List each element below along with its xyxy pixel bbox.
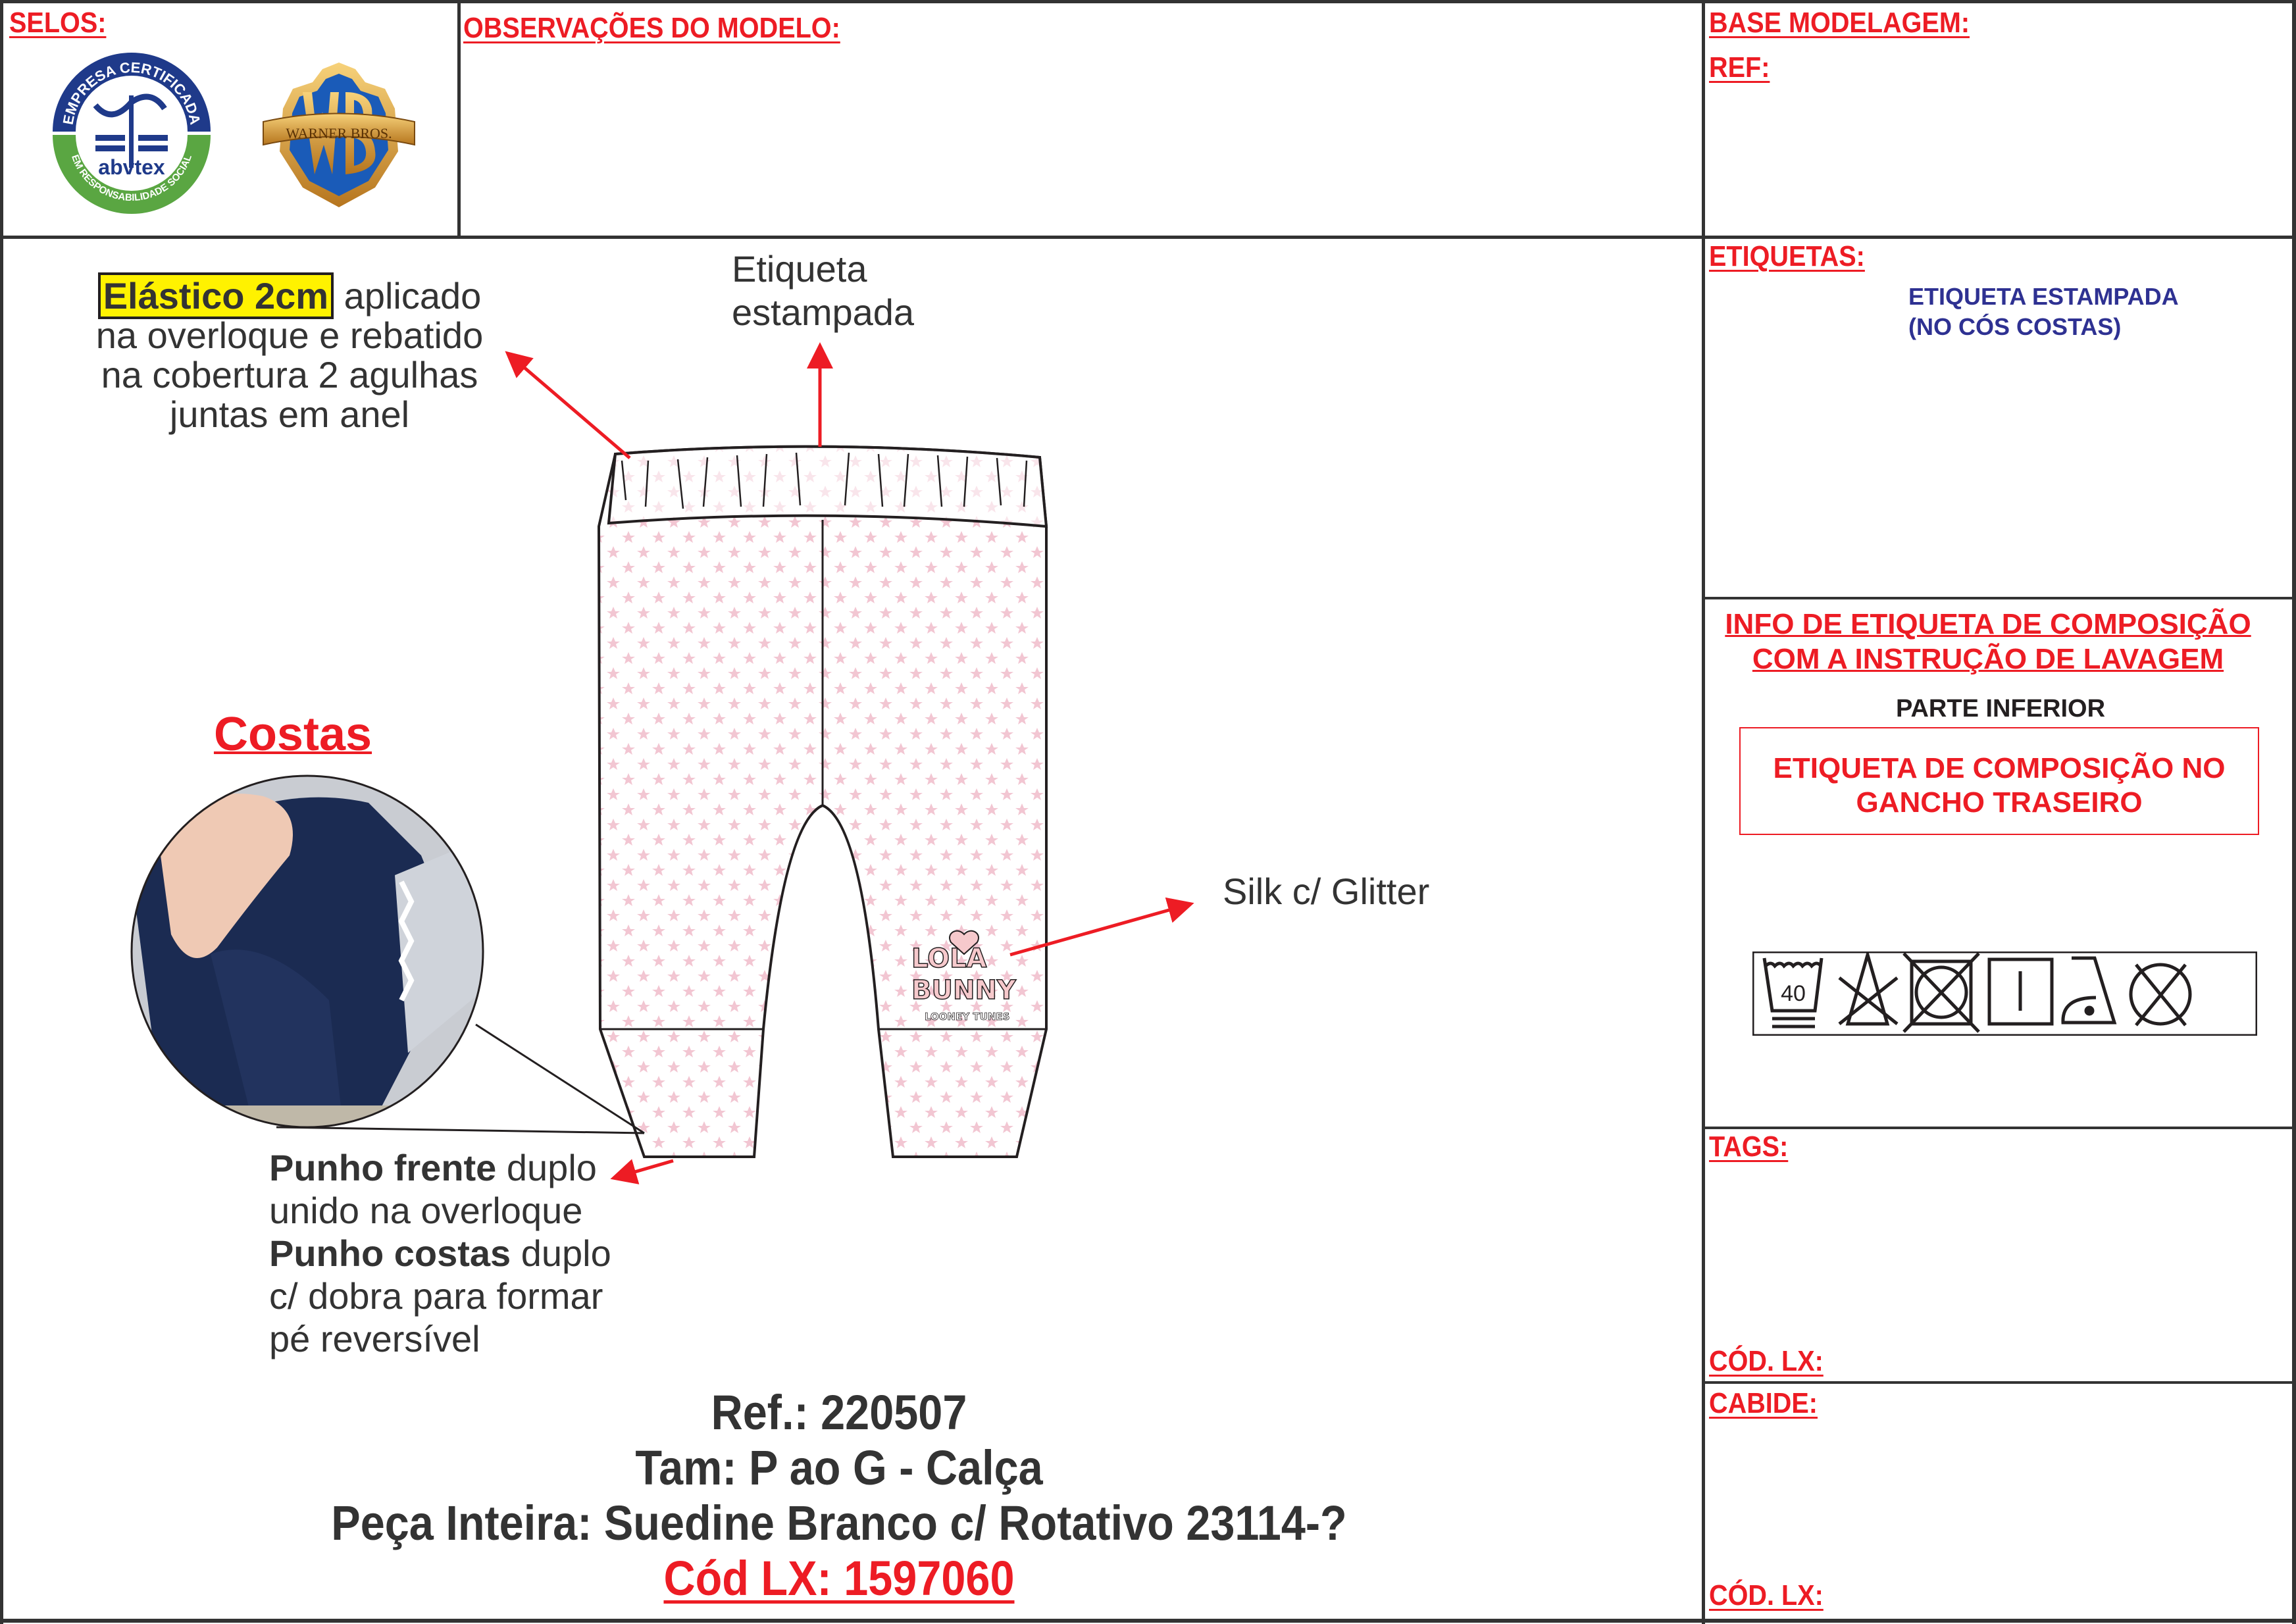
do-not-bleach-icon xyxy=(1838,952,1899,1026)
waistband-band xyxy=(607,445,1048,528)
line-dry-icon xyxy=(1987,957,2054,1026)
lola-bunny-print: LOLA BUNNY LOONEY TUNES xyxy=(911,930,1017,1023)
sidebar-rule-2 xyxy=(1702,1127,2296,1129)
elastico-arrow xyxy=(505,351,631,459)
tags-label: TAGS: xyxy=(1709,1130,1789,1163)
sidebar-rule-3 xyxy=(1702,1381,2296,1384)
elastico-line: na cobertura 2 agulhas xyxy=(101,354,478,395)
selos-label: SELOS: xyxy=(9,7,107,39)
frame-top xyxy=(0,0,2296,3)
elastico-text: aplicado xyxy=(334,275,482,317)
tam-value: Tam: P ao G - Calça xyxy=(635,1440,1043,1495)
abvtex-logo: EMPRESA CERTIFICADA EM RESPONSABILIDADE … xyxy=(53,53,211,214)
svg-text:LOONEY TUNES: LOONEY TUNES xyxy=(925,1011,1009,1023)
callout-line xyxy=(475,1023,645,1134)
cod-lx-label-cabide: CÓD. LX: xyxy=(1709,1579,1824,1611)
cod-lx-value: Cód LX: 1597060 xyxy=(663,1551,1015,1606)
info-heading-line: COM A INSTRUÇÃO DE LAVAGEM xyxy=(1752,643,2224,675)
svg-text:BUNNY: BUNNY xyxy=(911,975,1017,1005)
etiqueta-note: Etiqueta estampada xyxy=(732,247,914,334)
peca-value: Peça Inteira: Suedine Branco c/ Rotativo… xyxy=(331,1496,1347,1550)
selos-divider xyxy=(457,0,461,237)
svg-text:40: 40 xyxy=(1781,981,1806,1006)
elastico-note: Elástico 2cm aplicado na overloque e reb… xyxy=(79,272,500,435)
garment-drawing: LOLA BUNNY LOONEY TUNES xyxy=(130,342,1194,1184)
svg-text:WARNER BROS.: WARNER BROS. xyxy=(286,125,392,141)
etiquetas-info: ETIQUETA ESTAMPADA (NO CÓS COSTAS) xyxy=(1908,282,2179,342)
punho-line: Punho costas duplo xyxy=(269,1232,611,1274)
silk-note: Silk c/ Glitter xyxy=(1223,871,1430,912)
costas-detail-photo xyxy=(132,776,483,1127)
cabide-label: CABIDE: xyxy=(1709,1387,1818,1419)
cod-lx-label-tags: CÓD. LX: xyxy=(1709,1345,1824,1377)
sidebar-divider xyxy=(1702,0,1705,1624)
photo-frame xyxy=(130,774,484,1129)
costas-label: Costas xyxy=(213,708,372,761)
etiquetas-line: (NO CÓS COSTAS) xyxy=(1908,313,2122,340)
parte-inferior-label: PARTE INFERIOR xyxy=(1895,695,2106,723)
heart-icon xyxy=(949,930,979,955)
frame-right xyxy=(2292,0,2296,1624)
wash-symbols: 40 xyxy=(1752,952,2257,1036)
frame-bottom xyxy=(0,1619,2296,1623)
composicao-line: ETIQUETA DE COMPOSIÇÃO NO xyxy=(1773,752,2226,784)
frame-left xyxy=(0,0,3,1624)
composicao-line: GANCHO TRASEIRO xyxy=(1856,786,2143,819)
punho-note: Punho frente duplo unido na overloque Pu… xyxy=(269,1146,611,1360)
composicao-box: ETIQUETA DE COMPOSIÇÃO NO GANCHO TRASEIR… xyxy=(1739,727,2259,835)
base-modelagem-label: BASE MODELAGEM: xyxy=(1709,7,1970,39)
elastico-line: juntas em anel xyxy=(169,393,410,435)
iron-low-icon xyxy=(2061,956,2117,1025)
etiqueta-note-line: estampada xyxy=(732,292,915,333)
etiquetas-label: ETIQUETAS: xyxy=(1709,240,1865,272)
elastico-highlight: Elástico 2cm xyxy=(97,272,334,319)
wb-monogram xyxy=(303,92,376,174)
etiquetas-line: ETIQUETA ESTAMPADA xyxy=(1908,283,2179,310)
ref-value: Ref.: 220507 xyxy=(711,1385,967,1440)
wash-40-gentle-icon: 40 xyxy=(1762,957,1824,1028)
ref-label: REF: xyxy=(1709,51,1770,84)
svg-text:abvtex: abvtex xyxy=(98,155,165,179)
callout-line xyxy=(276,1126,645,1134)
punho-line: Punho frente duplo xyxy=(269,1147,597,1188)
info-heading: INFO DE ETIQUETA DE COMPOSIÇÃO COM A INS… xyxy=(1708,607,2268,676)
svg-text:LOLA: LOLA xyxy=(911,944,987,974)
info-heading-line: INFO DE ETIQUETA DE COMPOSIÇÃO xyxy=(1725,608,2251,640)
do-not-tumble-dry-icon xyxy=(1902,952,1980,1033)
observacoes-label: OBSERVAÇÕES DO MODELO: xyxy=(463,12,840,44)
punho-line: unido na overloque xyxy=(269,1190,583,1231)
spec-block: Ref.: 220507 Tam: P ao G - Calça Peça In… xyxy=(181,1385,1497,1606)
header-divider xyxy=(0,236,2296,239)
do-not-dry-clean-icon xyxy=(2129,963,2192,1027)
etiqueta-note-line: Etiqueta xyxy=(732,248,867,290)
punho-arrow xyxy=(610,1159,674,1184)
sidebar-rule-1 xyxy=(1702,597,2296,599)
punho-line: pé reversível xyxy=(269,1318,480,1359)
punho-line: c/ dobra para formar xyxy=(269,1275,603,1317)
warner-bros-logo: WARNER BROS. xyxy=(263,63,415,207)
waistband-gathers xyxy=(621,452,1028,509)
elastico-line: na overloque e rebatido xyxy=(95,315,484,356)
silk-arrow xyxy=(1009,897,1194,957)
